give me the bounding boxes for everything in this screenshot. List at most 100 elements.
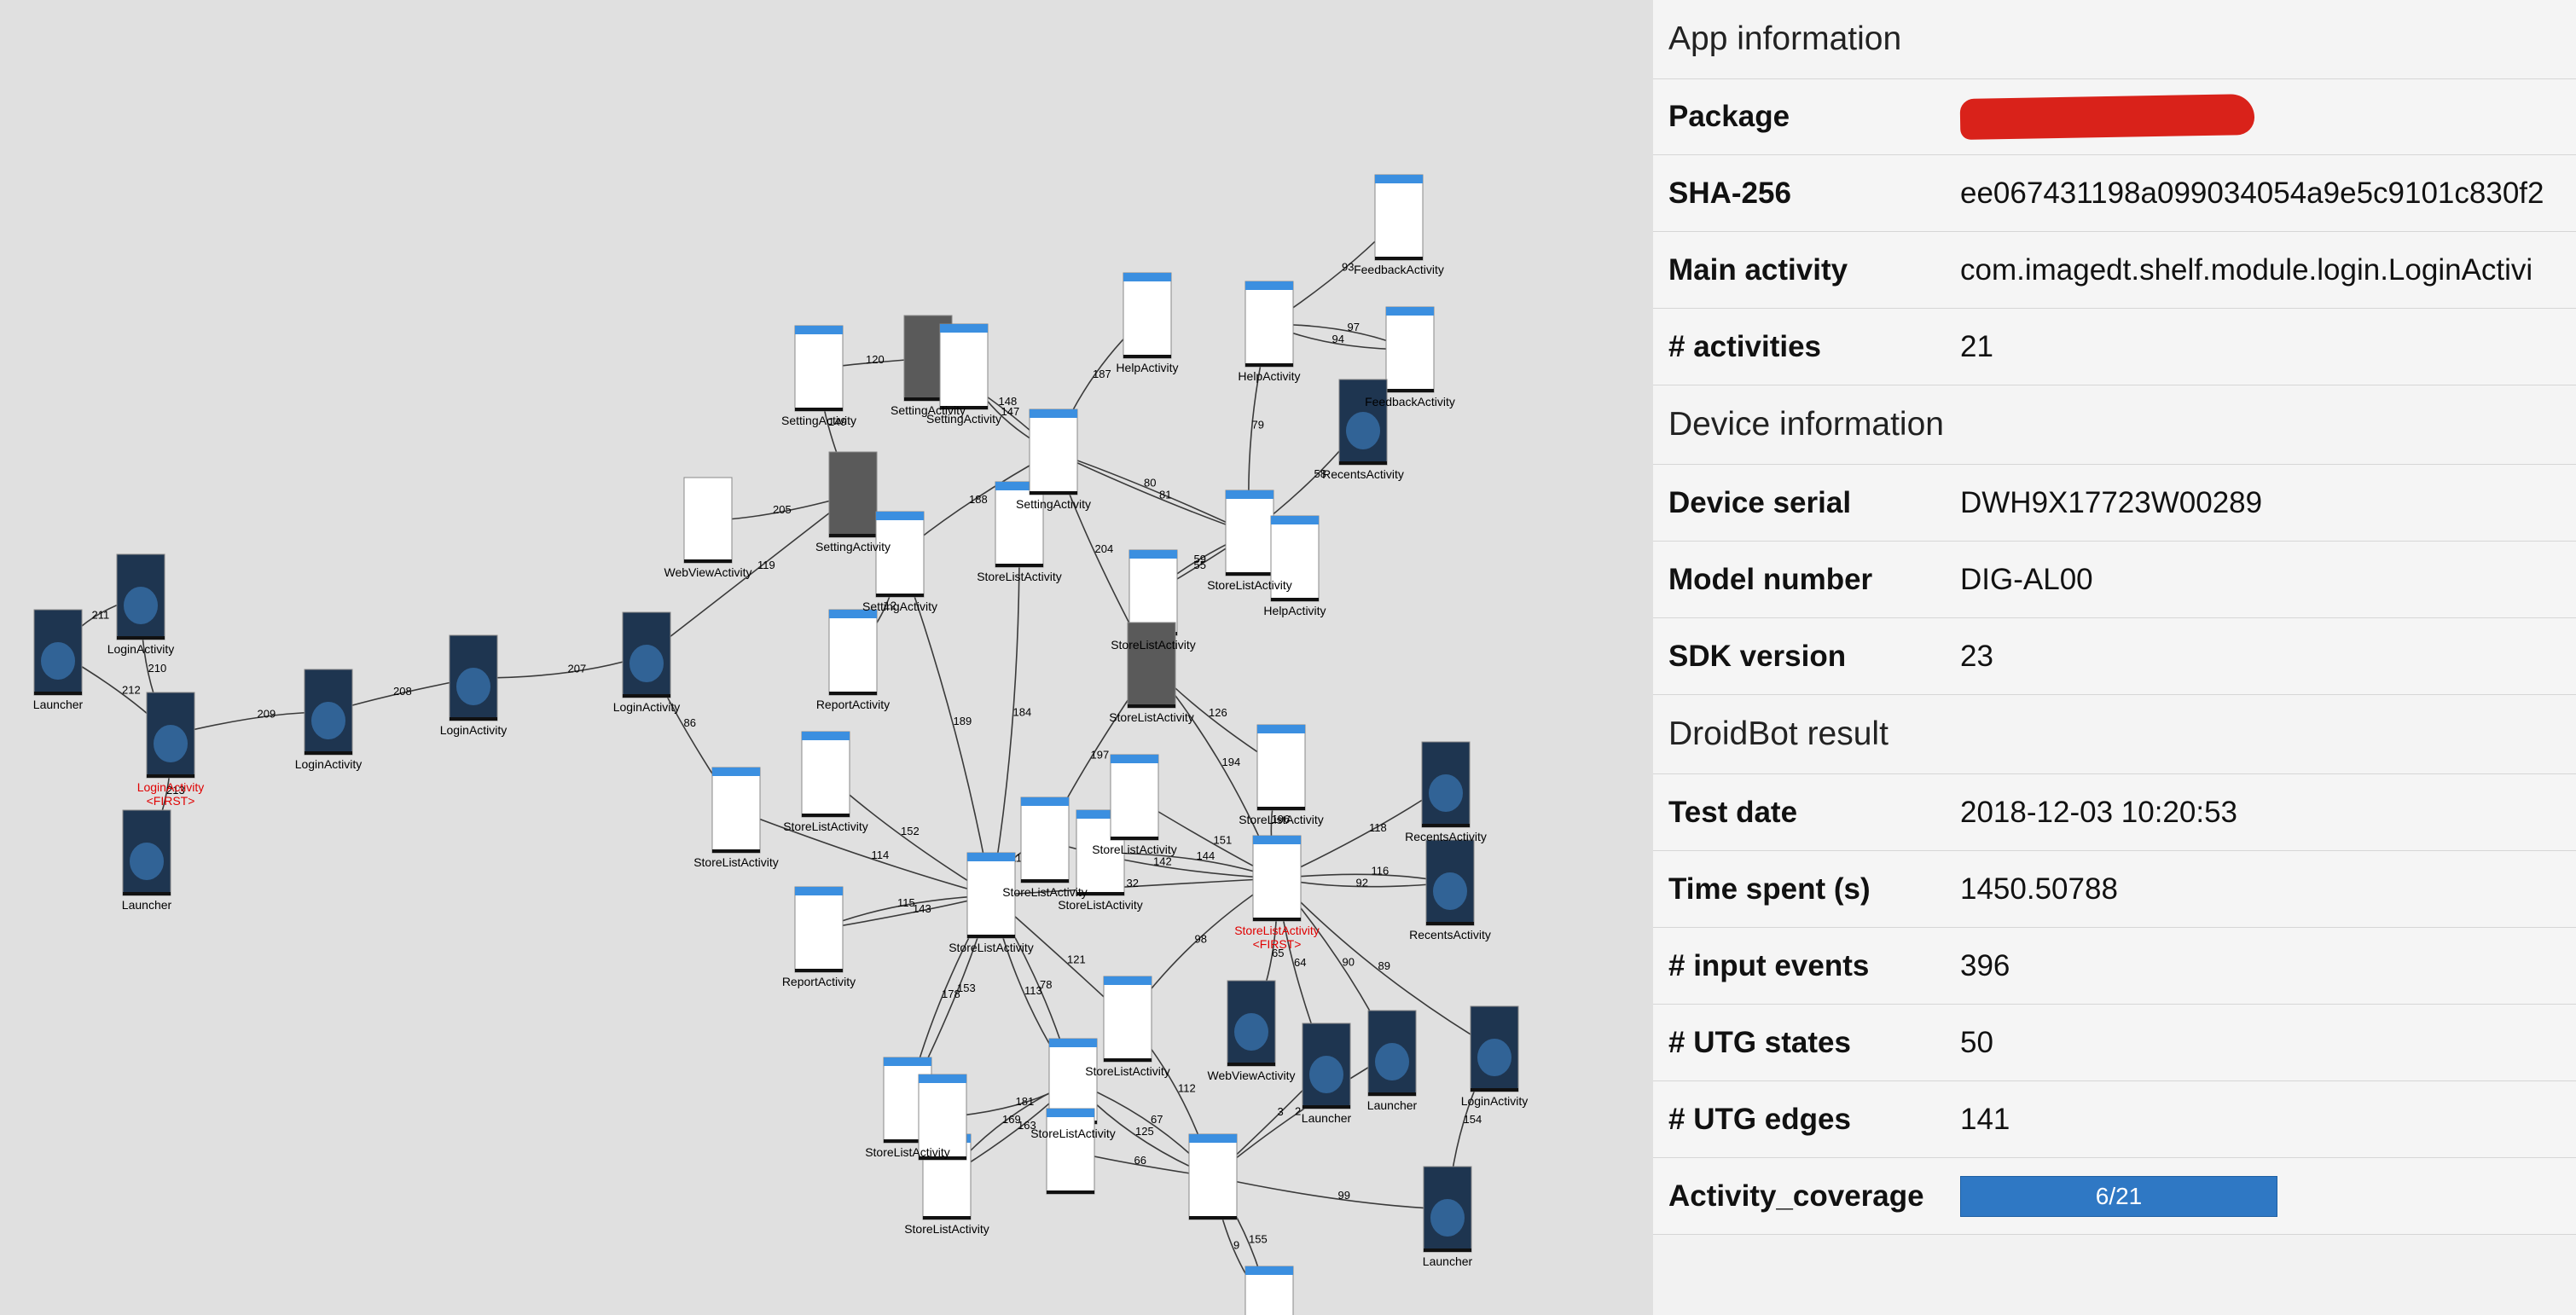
utg-graph[interactable]: 2112122102092082078621320511912020614914… xyxy=(0,0,1621,1315)
utg-node[interactable] xyxy=(304,669,353,756)
utg-node[interactable] xyxy=(1256,724,1306,811)
utg-edge[interactable] xyxy=(472,654,647,683)
utg-node[interactable] xyxy=(683,477,733,564)
thumbnail-header-bar xyxy=(919,1075,966,1083)
utg-node[interactable] xyxy=(801,731,850,818)
screen-thumbnail[interactable] xyxy=(995,481,1044,568)
thumbnail-nav-bar xyxy=(923,1216,971,1219)
utg-edge[interactable] xyxy=(1053,451,1251,534)
utg-edge[interactable] xyxy=(1212,1176,1449,1214)
utg-node[interactable] xyxy=(1338,379,1388,466)
utg-node[interactable] xyxy=(1421,741,1471,828)
screen-thumbnail[interactable] xyxy=(1123,272,1172,359)
utg-node[interactable] xyxy=(1188,1133,1238,1220)
utg-node[interactable] xyxy=(875,511,925,598)
screen-thumbnail[interactable] xyxy=(711,767,761,854)
screen-thumbnail[interactable] xyxy=(1385,306,1435,393)
screen-thumbnail[interactable] xyxy=(1188,1133,1238,1220)
utg-node[interactable] xyxy=(1470,1005,1519,1092)
test-date-value: 2018-12-03 10:20:53 xyxy=(1960,795,2237,829)
screen-thumbnail[interactable] xyxy=(1128,549,1178,636)
utg-node[interactable] xyxy=(966,852,1016,939)
utg-node[interactable] xyxy=(711,767,761,854)
utg-node[interactable] xyxy=(1374,174,1424,261)
screen-thumbnail[interactable] xyxy=(828,609,878,696)
utg-edge[interactable] xyxy=(1099,852,1279,881)
utg-edge-label: 144 xyxy=(1197,849,1215,862)
utg-node[interactable] xyxy=(449,634,498,721)
utg-edge[interactable] xyxy=(989,878,1278,900)
utg-node[interactable] xyxy=(995,481,1044,568)
utg-node[interactable] xyxy=(939,323,989,410)
utg-edge[interactable] xyxy=(735,809,993,898)
screen-thumbnail[interactable] xyxy=(1046,1108,1095,1195)
utg-node[interactable] xyxy=(1227,980,1276,1067)
thumbnail-nav-bar xyxy=(1339,461,1387,465)
thumbnail-nav-bar xyxy=(884,1139,931,1143)
screen-thumbnail[interactable] xyxy=(794,325,844,412)
utg-node[interactable] xyxy=(1123,272,1172,359)
utg-node[interactable] xyxy=(1225,490,1274,576)
screen-thumbnail[interactable] xyxy=(875,511,925,598)
utg-node[interactable] xyxy=(122,809,171,896)
utg-edge[interactable] xyxy=(1052,451,1250,534)
screen-thumbnail[interactable] xyxy=(828,451,878,538)
utg-node[interactable] xyxy=(1302,1022,1351,1109)
screen-thumbnail[interactable] xyxy=(1029,408,1078,495)
screen-thumbnail[interactable] xyxy=(801,731,850,818)
screen-thumbnail[interactable] xyxy=(794,886,844,973)
utg-node[interactable] xyxy=(1127,622,1176,709)
utg-node[interactable] xyxy=(1367,1010,1417,1097)
screen-thumbnail[interactable] xyxy=(1127,622,1176,709)
utg-edge[interactable] xyxy=(988,524,1020,897)
screen-thumbnail[interactable] xyxy=(1252,835,1302,922)
screen-thumbnail[interactable] xyxy=(1020,797,1070,883)
utg-edge[interactable] xyxy=(899,553,995,897)
utg-node[interactable] xyxy=(828,451,878,538)
utg-node-label: StoreListActivity xyxy=(1002,885,1088,899)
utg-node[interactable] xyxy=(828,609,878,696)
utg-node[interactable] xyxy=(1244,1266,1294,1315)
screen-thumbnail[interactable] xyxy=(1110,754,1159,841)
screen-thumbnail[interactable] xyxy=(1244,281,1294,368)
utg-node[interactable] xyxy=(1046,1108,1095,1195)
screen-thumbnail[interactable] xyxy=(966,852,1016,939)
utg-node[interactable] xyxy=(1244,281,1294,368)
utg-states-key: # UTG states xyxy=(1668,1025,1851,1059)
info-panel: App information Package SHA-256 ee067431… xyxy=(1653,0,2576,1315)
utg-graph-canvas[interactable]: 2112122102092082078621320511912020614914… xyxy=(0,0,1621,1315)
utg-node[interactable] xyxy=(116,553,165,640)
screen-thumbnail[interactable] xyxy=(1374,174,1424,261)
utg-node[interactable] xyxy=(1425,839,1475,926)
utg-node[interactable] xyxy=(794,325,844,412)
utg-node[interactable] xyxy=(622,611,671,698)
row-utg-edges: # UTG edges 141 xyxy=(1653,1081,2576,1158)
screen-thumbnail[interactable] xyxy=(683,477,733,564)
row-utg-states: # UTG states 50 xyxy=(1653,1005,2576,1081)
utg-node[interactable] xyxy=(1128,549,1178,636)
utg-node[interactable] xyxy=(1020,797,1070,883)
utg-node[interactable] xyxy=(1103,976,1152,1063)
utg-node[interactable] xyxy=(1110,754,1159,841)
screen-thumbnail[interactable] xyxy=(1103,976,1152,1063)
utg-node[interactable] xyxy=(1252,835,1302,922)
thumbnail-nav-bar xyxy=(876,594,924,597)
utg-node[interactable] xyxy=(1029,408,1078,495)
screen-thumbnail[interactable] xyxy=(1225,490,1274,576)
utg-edge[interactable] xyxy=(1044,839,1279,883)
utg-node[interactable] xyxy=(33,609,83,696)
thumbnail-nav-bar xyxy=(1227,1063,1275,1066)
utg-node[interactable] xyxy=(1270,515,1320,602)
screen-thumbnail[interactable] xyxy=(1256,724,1306,811)
utg-edge-label: 189 xyxy=(954,715,972,727)
utg-node[interactable] xyxy=(1423,1166,1472,1253)
utg-node[interactable] xyxy=(918,1074,967,1161)
utg-node[interactable] xyxy=(1385,306,1435,393)
utg-node[interactable] xyxy=(146,692,195,779)
thumbnail-nav-bar xyxy=(34,692,82,695)
thumbnail-nav-bar xyxy=(123,892,171,895)
thumbnail-wallpaper xyxy=(41,642,75,680)
screen-thumbnail[interactable] xyxy=(939,323,989,410)
utg-edge[interactable] xyxy=(1276,878,1495,1050)
utg-node[interactable] xyxy=(794,886,844,973)
